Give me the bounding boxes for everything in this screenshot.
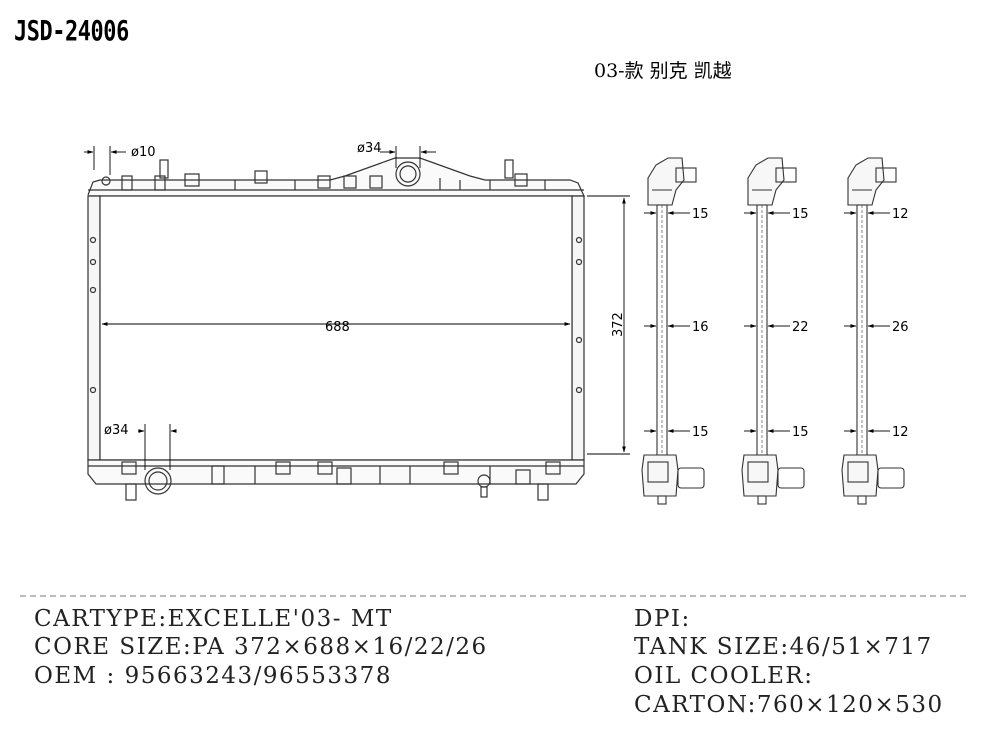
bottom-tank-ribs	[121, 461, 561, 485]
side-middle-thickness-label: 22	[792, 320, 809, 335]
side-top-tank	[647, 157, 685, 206]
spec-dpi: DPI:	[634, 606, 691, 632]
left-side-bracket	[87, 195, 101, 461]
side-outlet-pipe	[777, 467, 805, 489]
side-bottom-tank	[841, 454, 879, 497]
spec-oil-cooler: OIL COOLER:	[634, 663, 814, 689]
side-bottom-thickness-label: 12	[892, 425, 909, 440]
core-height-label: 372	[611, 312, 626, 337]
side-dimensions-3: 12 26 12	[844, 207, 909, 440]
part-number: JSD-24006	[14, 14, 129, 47]
side-top-tank	[747, 157, 785, 206]
side-bottom-thickness-label: 15	[792, 425, 809, 440]
side-view-3	[841, 157, 905, 505]
car-model-label: 03-款 别克 凯越	[594, 60, 732, 82]
core-width-label: 688	[325, 320, 350, 335]
inlet-diameter-label: ø34	[357, 141, 382, 156]
side-bottom-tank	[741, 454, 779, 497]
side-top-thickness-label: 15	[792, 207, 809, 222]
spec-core-size: CORE SIZE:PA 372×688×16/22/26	[34, 634, 488, 660]
side-dimensions-1: 15 16 15	[644, 207, 709, 440]
spec-oem: OEM : 95663243/96553378	[34, 663, 392, 689]
side-bottom-tank	[641, 454, 679, 497]
core	[99, 195, 573, 461]
side-view-2	[741, 157, 805, 505]
side-view-1	[641, 157, 705, 505]
side-middle-thickness-label: 26	[892, 320, 909, 335]
spec-tank-size: TANK SIZE:46/51×717	[634, 634, 933, 660]
spec-carton: CARTON:760×120×530	[634, 692, 944, 718]
side-bottom-thickness-label: 15	[692, 425, 709, 440]
front-dimensions	[84, 146, 630, 470]
vent-diameter-label: ø10	[131, 145, 156, 160]
side-inlet-stub	[875, 167, 897, 183]
side-top-thickness-label: 12	[892, 207, 909, 222]
side-inlet-stub	[775, 167, 797, 183]
side-outlet-pipe	[677, 467, 705, 489]
outlet-pipe	[144, 467, 172, 495]
right-side-bracket	[571, 195, 585, 461]
front-view	[87, 157, 585, 501]
side-top-tank	[847, 157, 885, 206]
side-views: 15 16 15 15 22 15 12 26 12	[641, 157, 909, 505]
outlet-diameter-label: ø34	[104, 423, 129, 438]
side-top-thickness-label: 15	[692, 207, 709, 222]
inlet-pipe	[395, 161, 421, 187]
side-outlet-pipe	[877, 467, 905, 489]
spec-cartype: CARTYPE:EXCELLE'03- MT	[34, 606, 393, 632]
top-tank-ribs	[121, 170, 546, 191]
side-inlet-stub	[675, 167, 697, 183]
bottom-tank	[87, 459, 585, 485]
side-dimensions-2: 15 22 15	[744, 207, 809, 440]
vent-nipple	[101, 176, 111, 186]
side-middle-thickness-label: 16	[692, 320, 709, 335]
